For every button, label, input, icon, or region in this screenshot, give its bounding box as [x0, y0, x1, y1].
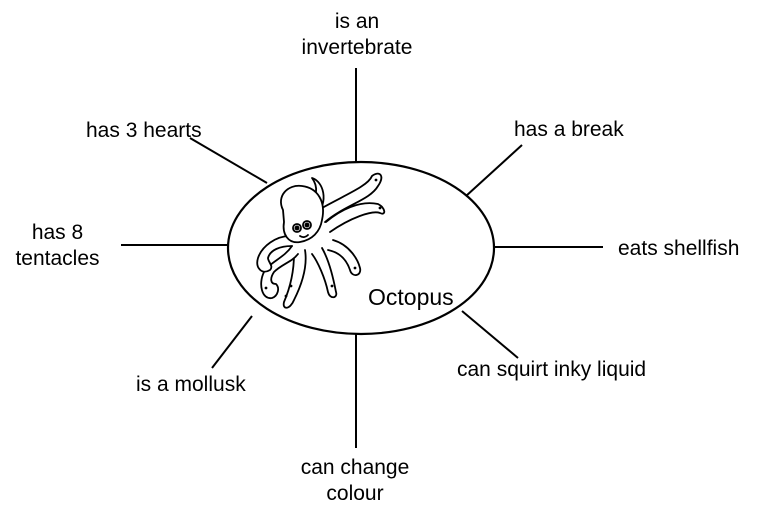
fact-right: eats shellfish — [618, 236, 739, 262]
fact-top: is an invertebrate — [289, 9, 425, 61]
fact-bottom-line-1: can change — [280, 455, 430, 481]
fact-bottom-line-2: colour — [280, 481, 430, 507]
fact-bottom-right: can squirt inky liquid — [457, 357, 646, 383]
fact-top-line-2: invertebrate — [289, 35, 425, 61]
spoke-bottom-right — [462, 311, 518, 358]
spoke-top-right — [466, 145, 522, 196]
center-label: Octopus — [368, 284, 454, 310]
fact-left: has 8 tentacles — [0, 220, 115, 272]
spoke-bottom-left — [212, 316, 252, 368]
fact-top-line-1: is an — [289, 9, 425, 35]
fact-bottom: can change colour — [280, 455, 430, 507]
fact-left-line-1: has 8 — [0, 220, 115, 246]
fact-top-left: has 3 hearts — [86, 118, 202, 144]
fact-left-line-2: tentacles — [0, 246, 115, 272]
spoke-top-left — [190, 138, 267, 183]
fact-top-right: has a break — [514, 117, 624, 143]
fact-bottom-left: is a mollusk — [136, 372, 246, 398]
